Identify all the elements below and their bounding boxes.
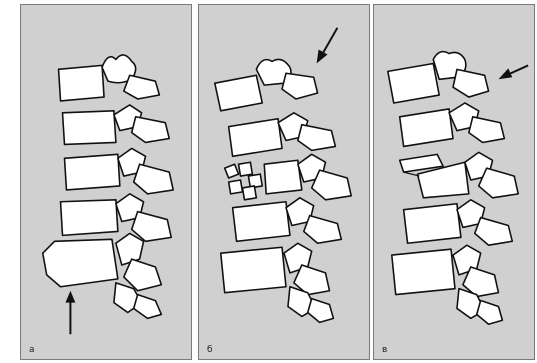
arrow-up-icon [65,291,75,334]
arrow-down-left-icon [317,28,338,64]
panel-c: в [373,4,535,360]
panel-c-label: в [382,346,387,355]
vertebra-3 [64,148,173,193]
vertebra-2 [229,113,336,156]
arrow-left-icon [498,65,528,79]
vertebra-5 [43,233,162,290]
vertebra-3-fractured [225,154,352,199]
panel-a-label: а [29,346,35,355]
vertebra-4 [61,194,172,241]
vertebra-2 [63,105,170,145]
panel-b: б [198,4,370,360]
vertebra-1 [215,59,318,110]
panel-c-drawing [374,5,534,359]
vertebra-1 [59,55,160,101]
vertebra-3-wedge [400,152,519,197]
panel-a-drawing [21,5,191,359]
vertebra-4 [404,200,513,245]
vertebra-5 [392,245,499,296]
panel-b-drawing [199,5,369,359]
panel-a: а [20,4,192,360]
panel-b-label: б [207,346,213,355]
vertebra-5 [221,243,330,294]
vertebra-2 [400,103,505,146]
vertebra-4 [233,198,342,243]
vertebra-1 [388,52,489,103]
